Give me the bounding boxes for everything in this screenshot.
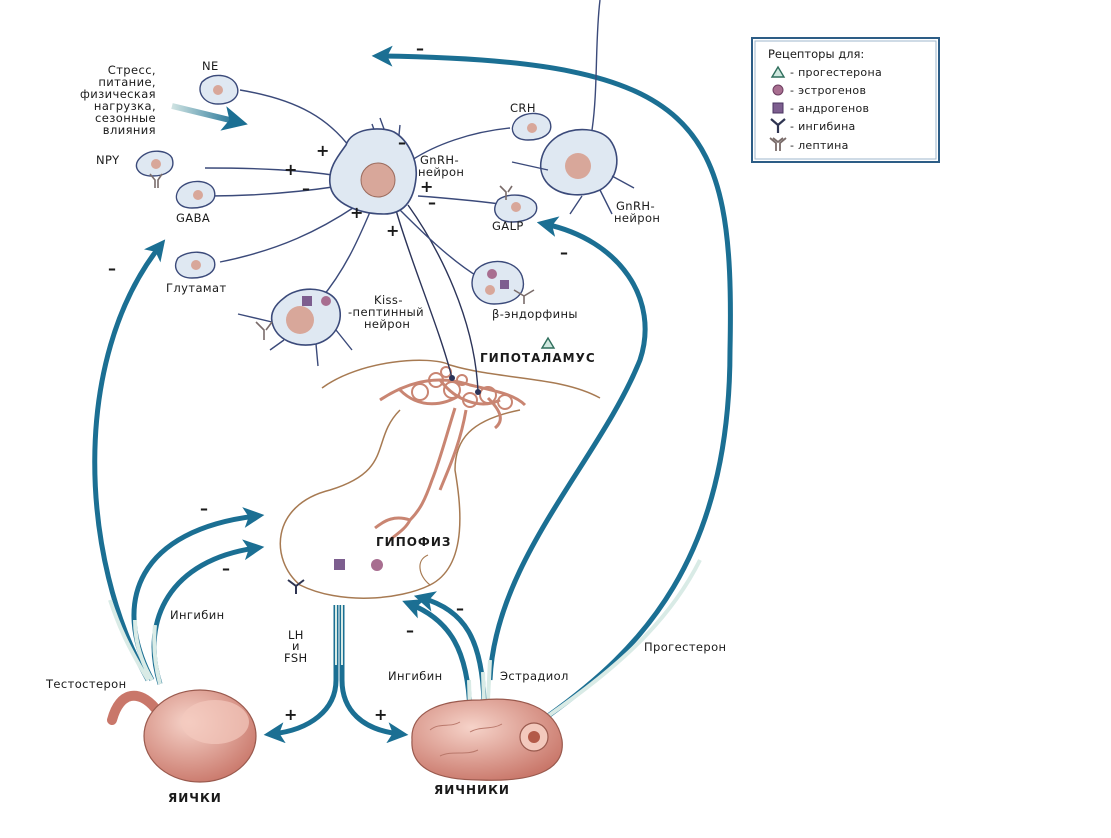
pituitary-inhibin-receptor (287, 579, 305, 594)
testes (107, 689, 257, 783)
sign-kiss: + (386, 221, 399, 240)
sign-ne: + (316, 141, 329, 160)
legend-item-androgen: - андрогенов (790, 102, 869, 115)
sign-galp: + (420, 177, 433, 196)
svg-text:Стресс,: Стресс, (108, 63, 156, 77)
testosterone-label: Тестостерон (45, 677, 127, 691)
hypothalamus-progesterone-receptor (540, 336, 556, 349)
circle-icon (772, 84, 784, 96)
legend-item-leptin: - лептина (790, 139, 849, 152)
beta-endorphin-label: β-эндорфины (492, 307, 578, 321)
ovaries (411, 698, 563, 781)
sign-lh-ovaries: + (374, 705, 387, 724)
svg-text:питание,: питание, (98, 75, 156, 89)
gnrh-neuron-center (328, 128, 418, 215)
lh-fsh-arrow-left (263, 605, 339, 744)
ne-label: NE (202, 59, 219, 73)
svg-text:сезонные: сезонные (95, 111, 156, 125)
galp-neuron (494, 185, 538, 223)
kiss-label-3: нейрон (364, 317, 410, 331)
gnrh-right-label-1: GnRH- (616, 199, 655, 213)
sign-estradiol-galp: – (560, 243, 568, 262)
testes-label: ЯИЧКИ (168, 791, 222, 805)
sign-gaba: – (302, 179, 310, 198)
sign-lh-testes: + (284, 705, 297, 724)
gnrh-axon-2 (407, 204, 479, 393)
sign-ovary-pit-2: – (406, 621, 414, 640)
sign-ovary-pit-1: – (456, 599, 464, 618)
pituitary-label: ГИПОФИЗ (376, 535, 451, 549)
progesterone-feedback-arrow (371, 45, 733, 719)
npy-neuron (135, 150, 174, 188)
kiss-label-1: Kiss- (374, 293, 403, 307)
npy-label: NPY (96, 153, 120, 167)
sign-glutamate: + (350, 203, 363, 222)
feedback-signs: + + – + + – + – – – – – – – – + + (108, 39, 568, 724)
sign-testes-pit-1: – (200, 499, 208, 518)
and-label: и (292, 639, 300, 653)
portal-vessels (374, 378, 527, 542)
pituitary-estrogen-receptor (371, 559, 383, 571)
gnrh-neuron-right (511, 0, 635, 215)
gnrh-right-label-2: нейрон (614, 211, 660, 225)
sign-testosterone-top: – (108, 259, 116, 278)
y-receptor-icon (770, 118, 786, 133)
hypothalamus-outline (321, 359, 601, 399)
crh-label: CRH (510, 101, 536, 115)
sign-progesterone-top: – (416, 39, 424, 58)
galp-label: GALP (492, 219, 524, 233)
gnrh-center-label-2: нейрон (418, 165, 464, 179)
svg-text:влияния: влияния (103, 123, 156, 137)
kiss-label-2: -пептинный (348, 305, 424, 319)
stress-arrow (171, 103, 248, 131)
gaba-label: GABA (176, 211, 210, 225)
capillary-plexus (411, 366, 513, 410)
square-icon (772, 102, 784, 114)
svg-text:нагрузка,: нагрузка, (94, 99, 156, 113)
legend-item-inhibin: - ингибина (790, 120, 856, 133)
legend-item-progesterone: - прогестерона (790, 66, 882, 79)
sign-crh: – (398, 133, 406, 152)
gaba-neuron (175, 180, 216, 209)
pituitary-outline (279, 409, 521, 599)
stress-label: Стресс, питание, физическая нагрузка, се… (80, 63, 156, 137)
svg-text:физическая: физическая (80, 87, 156, 101)
legend-title: Рецепторы для: (768, 47, 864, 61)
progesterone-label: Прогестерон (644, 640, 726, 654)
hypothalamus-label: ГИПОТАЛАМУС (480, 351, 596, 365)
legend-box: Рецепторы для: - прогестерона - эстроген… (751, 37, 940, 163)
legend-item-estrogen: - эстрогенов (790, 84, 866, 97)
inhibin-right-label: Ингибин (388, 669, 443, 683)
testosterone-to-hypothalamus-arrow (92, 239, 166, 682)
crh-neuron (511, 112, 552, 141)
gnrh-axon-1 (395, 209, 453, 379)
gnrh-center-label-1: GnRH- (420, 153, 459, 167)
kisspeptin-neuron (237, 288, 353, 367)
glutamate-neuron (174, 251, 216, 279)
fsh-label: FSH (284, 651, 308, 665)
glutamate-label: Глутамат (166, 281, 227, 295)
ovaries-label: ЯИЧНИКИ (434, 783, 510, 797)
inhibin-left-label: Ингибин (170, 608, 225, 622)
estradiol-label: Эстрадиол (500, 669, 569, 683)
ne-neuron (199, 74, 239, 105)
lh-fsh-arrow-right (339, 605, 409, 744)
sign-endorphin: – (428, 193, 436, 212)
sign-npy: + (284, 160, 297, 179)
lh-label: LH (288, 628, 304, 642)
sign-testes-pit-2: – (222, 559, 230, 578)
double-y-receptor-icon (769, 137, 787, 151)
estradiol-feedback-arrow (487, 216, 648, 681)
beta-endorphin-neuron (471, 260, 535, 305)
triangle-icon (770, 65, 786, 78)
pituitary-androgen-receptor (334, 559, 345, 570)
